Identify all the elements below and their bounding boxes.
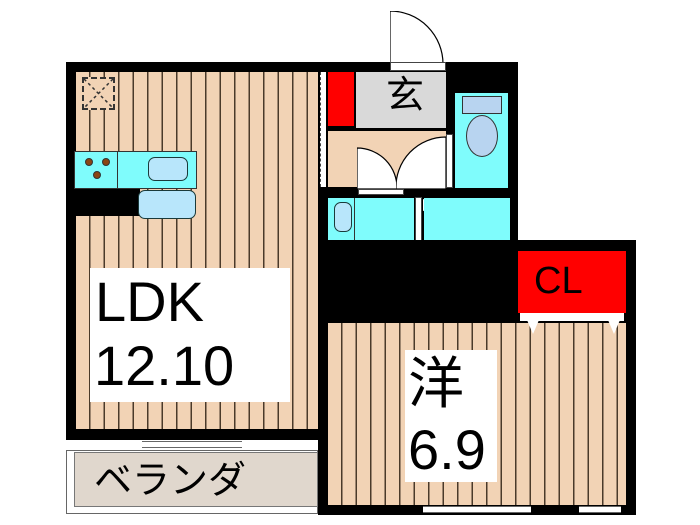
toilet-bowl-icon bbox=[466, 115, 498, 157]
toilet-tank-icon bbox=[462, 96, 502, 114]
ventilation-icon bbox=[82, 77, 115, 110]
ldk-room-name: LDK bbox=[95, 270, 204, 333]
western-window-1 bbox=[423, 506, 531, 513]
closet bbox=[518, 251, 626, 313]
entrance-label: 玄 bbox=[386, 75, 425, 117]
sliding-door[interactable] bbox=[320, 72, 326, 187]
stove-burner-icon bbox=[93, 171, 101, 179]
hall-door-left[interactable] bbox=[357, 145, 397, 189]
closet-door-hinge-icon bbox=[608, 320, 620, 334]
veranda-floor bbox=[74, 452, 318, 507]
hall-door-frame bbox=[358, 189, 404, 195]
ldk-label-box: LDK 12.10 bbox=[90, 268, 290, 402]
stove-burner-icon bbox=[85, 158, 93, 166]
closet-door-hinge-icon bbox=[527, 320, 539, 334]
ldk-room-size: 12.10 bbox=[94, 334, 235, 397]
western-label-box: 洋 6.9 bbox=[405, 350, 497, 482]
hall-door-right[interactable] bbox=[396, 134, 446, 189]
stove-divider bbox=[117, 151, 118, 189]
washbasin bbox=[334, 202, 352, 232]
entrance-door-frame bbox=[390, 62, 446, 71]
western-room-size: 6.9 bbox=[408, 418, 486, 481]
entrance-door[interactable] bbox=[390, 11, 445, 66]
entrance-floor bbox=[356, 72, 446, 128]
kitchen-sink bbox=[148, 157, 188, 181]
closet-label: CL bbox=[534, 260, 583, 302]
toilet-door[interactable] bbox=[446, 134, 453, 188]
shoe-storage bbox=[328, 72, 354, 126]
western-room-name: 洋 bbox=[408, 352, 464, 415]
closet-door[interactable] bbox=[520, 313, 624, 321]
kitchen-wall bbox=[74, 189, 140, 216]
stove-burner-icon bbox=[102, 158, 110, 166]
fridge-space bbox=[138, 190, 196, 219]
ldk-window bbox=[142, 441, 242, 448]
veranda-label: ベランダ bbox=[94, 460, 247, 502]
western-window-2 bbox=[579, 506, 621, 513]
center-wall-lower bbox=[318, 314, 518, 323]
